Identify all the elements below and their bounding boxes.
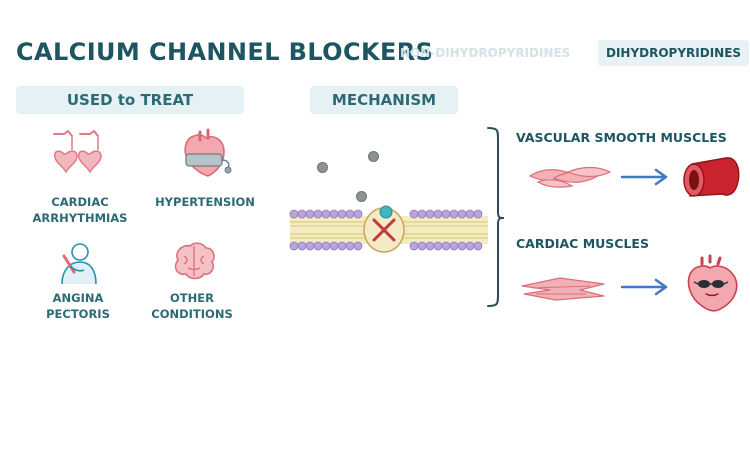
phospholipid-head bbox=[353, 241, 363, 251]
phospholipid-head bbox=[449, 209, 459, 219]
phospholipid-head bbox=[313, 241, 323, 251]
phospholipid-head bbox=[417, 241, 427, 251]
phospholipid-head bbox=[345, 209, 355, 219]
phospholipid-head bbox=[449, 241, 459, 251]
cell-membrane-blocked-channel-icon bbox=[289, 205, 488, 253]
phospholipid-head bbox=[441, 241, 451, 251]
phospholipid-head bbox=[417, 209, 427, 219]
phospholipid-head bbox=[441, 209, 451, 219]
phospholipid-head bbox=[409, 209, 419, 219]
phospholipid-head bbox=[337, 209, 347, 219]
angina-pectoris-label-line1: ANGINA bbox=[52, 291, 104, 305]
phospholipid-head bbox=[425, 241, 435, 251]
phospholipid-head bbox=[321, 209, 331, 219]
ecg-heart-icon bbox=[53, 129, 102, 174]
phospholipid-head bbox=[289, 209, 299, 219]
cardiac-muscle-fibers-icon bbox=[521, 277, 605, 301]
relaxed-heart-icon bbox=[687, 254, 738, 312]
bracket-divider bbox=[487, 127, 505, 307]
arrow-right-icon bbox=[620, 168, 668, 186]
phospholipid-head bbox=[297, 209, 307, 219]
angina-pectoris-label-line2: PECTORIS bbox=[46, 307, 110, 321]
vascular-smooth-muscles-label: VASCULAR SMOOTH MUSCLES bbox=[516, 130, 727, 145]
phospholipid-head bbox=[409, 241, 419, 251]
phospholipid-head bbox=[457, 209, 467, 219]
phospholipid-head bbox=[329, 241, 339, 251]
calcium-ion-1 bbox=[317, 162, 328, 173]
calcium-ion-3 bbox=[356, 191, 367, 202]
other-conditions-label-line2: CONDITIONS bbox=[151, 307, 233, 321]
heart-bp-cuff-icon bbox=[184, 128, 232, 177]
cardiac-arrhythmias-label-line2: ARRHYTHMIAS bbox=[32, 211, 128, 225]
chest-pain-person-icon bbox=[61, 243, 97, 285]
phospholipid-head bbox=[465, 241, 475, 251]
arrow-right-icon bbox=[620, 278, 668, 296]
calcium-ion-2 bbox=[368, 151, 379, 162]
phospholipid-head bbox=[329, 209, 339, 219]
cardiac-muscles-label: CARDIAC MUSCLES bbox=[516, 236, 649, 251]
phospholipid-head bbox=[321, 241, 331, 251]
phospholipid-head bbox=[465, 209, 475, 219]
phospholipid-head bbox=[473, 209, 483, 219]
tab-dihydropyridines[interactable]: DIHYDROPYRIDINES bbox=[598, 40, 750, 66]
mechanism-heading: MECHANISM bbox=[310, 86, 458, 114]
phospholipid-head bbox=[305, 209, 315, 219]
phospholipid-head bbox=[433, 241, 443, 251]
phospholipid-head bbox=[425, 209, 435, 219]
phospholipid-head bbox=[457, 241, 467, 251]
smooth-muscle-cells-icon bbox=[528, 166, 612, 188]
phospholipid-head bbox=[305, 241, 315, 251]
other-conditions-label-line1: OTHER bbox=[170, 291, 214, 305]
used-to-treat-heading: USED to TREAT bbox=[16, 86, 244, 114]
page-title: CALCIUM CHANNEL BLOCKERS bbox=[16, 38, 434, 66]
hypertension-label: HYPERTENSION bbox=[155, 195, 255, 209]
phospholipid-head bbox=[289, 241, 299, 251]
phospholipid-head bbox=[297, 241, 307, 251]
phospholipid-head bbox=[433, 209, 443, 219]
blood-vessel-icon bbox=[683, 157, 740, 197]
tab-non-dihydropyridines[interactable]: NON-DIHYDROPYRIDINES bbox=[400, 46, 571, 60]
brain-icon bbox=[174, 242, 215, 280]
phospholipid-head bbox=[473, 241, 483, 251]
phospholipid-head bbox=[353, 209, 363, 219]
cardiac-arrhythmias-label-line1: CARDIAC bbox=[51, 195, 109, 209]
phospholipid-head bbox=[337, 241, 347, 251]
phospholipid-head bbox=[345, 241, 355, 251]
phospholipid-head bbox=[313, 209, 323, 219]
